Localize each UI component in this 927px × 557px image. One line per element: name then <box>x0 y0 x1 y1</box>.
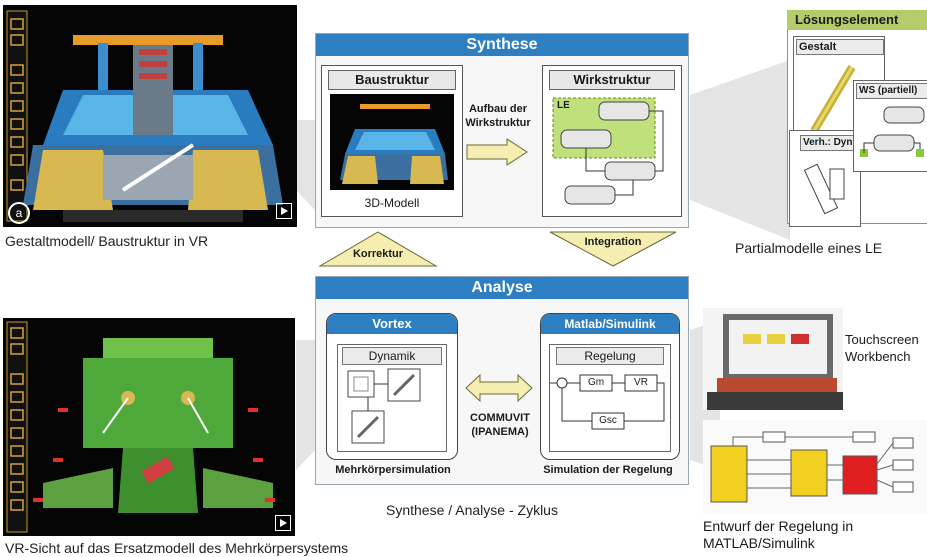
vr-block: VR <box>634 377 648 388</box>
caption-ersatzmodell: VR-Sicht auf das Ersatzmodell des Mehrkö… <box>5 540 349 556</box>
regelung-box: Regelung Gm VR Gsc <box>549 344 671 452</box>
vr-gestaltmodell-screenshot: a <box>3 5 297 227</box>
touchscreen-workbench-photo <box>703 308 843 410</box>
analyse-title: Analyse <box>316 277 688 299</box>
dynamik-label: Dynamik <box>342 347 442 365</box>
gestalt-label: Gestalt <box>796 39 884 55</box>
baustruktur-label: Baustruktur <box>328 70 456 90</box>
vortex-box: Vortex Dynamik <box>326 313 458 460</box>
wirkstruktur-box: Wirkstruktur LE <box>542 65 682 217</box>
baustruktur-box: Baustruktur 3D-Modell <box>321 65 463 217</box>
verh-diagram <box>803 163 845 215</box>
vr-ersatzmodell-screenshot <box>3 318 295 536</box>
simreg-label: Simulation der Regelung <box>543 464 673 476</box>
3d-model-label: 3D-Modell <box>364 196 420 210</box>
matlab-label: Matlab/Simulink <box>541 314 679 334</box>
wirkstruktur-label: Wirkstruktur <box>549 70 675 90</box>
aufbau-arrow <box>466 138 528 166</box>
panel-marker-a: a <box>8 202 30 224</box>
ws-diagram <box>860 106 925 157</box>
integration-arrow <box>549 231 677 267</box>
ws-box: WS (partiell) <box>853 80 927 172</box>
korrektur-label: Korrektur <box>352 248 404 260</box>
aufbau-label: Aufbau der Wirkstruktur <box>465 103 531 129</box>
caption-gestaltmodell: Gestaltmodell/ Baustruktur in VR <box>5 233 209 249</box>
wirkstruktur-diagram <box>552 97 664 205</box>
simulink-diagram <box>703 420 927 514</box>
synthese-panel: Synthese Baustruktur 3D-Modell Aufbau de… <box>315 33 689 228</box>
dynamik-box: Dynamik <box>337 344 447 452</box>
ws-label: WS (partiell) <box>856 83 927 99</box>
gm-block: Gm <box>587 377 605 388</box>
korrektur-arrow <box>318 231 438 267</box>
loesungselement-title: Lösungselement <box>787 10 927 30</box>
synthese-title: Synthese <box>316 34 688 56</box>
le-label: LE <box>557 100 570 111</box>
analyse-panel: Analyse Vortex Dynamik Matlab/Simulink R… <box>315 276 689 485</box>
loesungselement-panel: Lösungselement Gestalt Verh.: Dyn WS (pa… <box>787 10 927 230</box>
gestalt-cylinder-image <box>810 64 856 134</box>
play-icon <box>275 515 291 531</box>
verh-box: Verh.: Dyn <box>789 130 884 227</box>
mks-label: Mehrkörpersimulation <box>335 464 451 476</box>
vortex-label: Vortex <box>327 314 457 334</box>
commuvit-label: COMMUVIT (IPANEMA) <box>470 412 530 438</box>
regelung-blockdiagram <box>550 374 665 430</box>
matlab-box: Matlab/Simulink Regelung Gm VR Gsc <box>540 313 680 460</box>
commuvit-arrow <box>465 373 533 403</box>
touchscreen-label: Touchscreen Workbench <box>845 332 919 364</box>
caption-regelung-entwurf: Entwurf der Regelung in MATLAB/Simulink <box>703 518 854 551</box>
gsc-block: Gsc <box>599 415 617 426</box>
caption-zyklus: Synthese / Analyse - Zyklus <box>386 502 558 518</box>
3d-model-thumbnail <box>330 94 454 190</box>
regelung-label: Regelung <box>556 347 664 365</box>
dynamik-diagram <box>347 368 421 444</box>
integration-label: Integration <box>584 236 642 248</box>
caption-partialmodelle: Partialmodelle eines LE <box>735 240 883 256</box>
play-icon <box>276 203 292 219</box>
